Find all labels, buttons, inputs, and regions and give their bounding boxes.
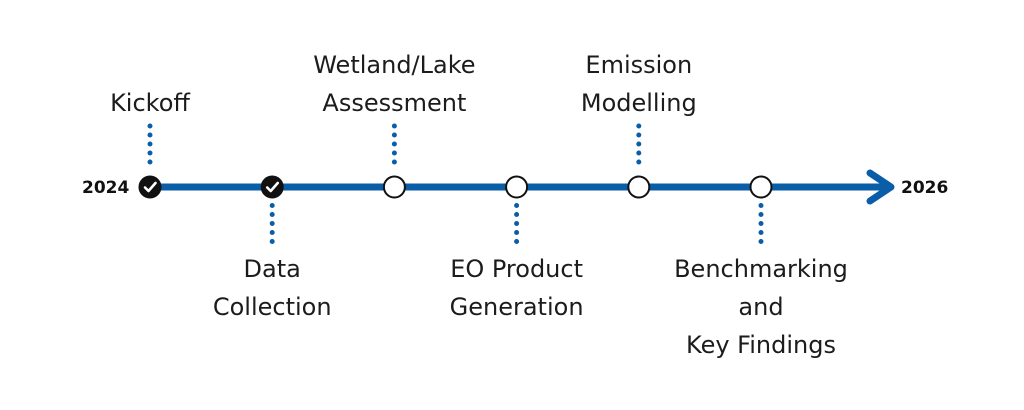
checkmark-icon xyxy=(265,181,280,193)
milestone-connectors xyxy=(147,123,764,253)
milestone-pending-marker xyxy=(505,175,529,199)
checkmark-icon xyxy=(143,181,157,193)
end-year-label: 2026 xyxy=(901,178,949,198)
empty-circle-icon xyxy=(627,175,651,199)
timeline-arrowhead-icon xyxy=(866,169,895,205)
milestone-label: Benchmarking and Key Findings xyxy=(674,255,848,359)
milestone-label: Data Collection xyxy=(212,255,332,321)
milestone-complete-marker xyxy=(138,175,162,199)
milestone-label: Emission Modelling xyxy=(580,51,697,117)
check-icon xyxy=(138,175,162,199)
check-icon xyxy=(260,175,284,199)
milestone-complete-marker xyxy=(260,175,284,199)
milestone-pending-marker xyxy=(382,175,406,199)
milestone-markers xyxy=(138,175,773,199)
milestone-label: Wetland/Lake Assessment xyxy=(313,51,476,117)
start-year-label: 2024 xyxy=(82,178,130,198)
empty-circle-icon xyxy=(505,175,529,199)
milestone-label: EO Product Generation xyxy=(449,255,584,321)
milestone-pending-marker xyxy=(627,175,651,199)
empty-circle-icon xyxy=(382,175,406,199)
milestone-label: Kickoff xyxy=(110,89,190,117)
milestone-pending-marker xyxy=(749,175,773,199)
empty-circle-icon xyxy=(749,175,773,199)
